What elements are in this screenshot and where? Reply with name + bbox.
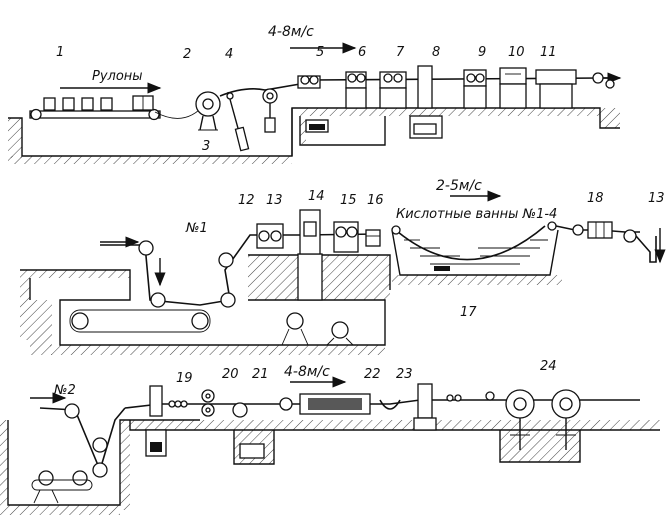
unit-13 <box>256 223 284 249</box>
foundation-bottom <box>129 420 660 465</box>
label-6: 6 <box>358 45 366 60</box>
speed-bottom-label: 4-8м/с <box>284 364 330 380</box>
label-13: 13 <box>266 193 283 208</box>
label-11: 11 <box>540 45 557 60</box>
label-9: 9 <box>478 45 486 60</box>
label-4: 4 <box>225 47 233 62</box>
loop-1-label: №1 <box>185 221 208 236</box>
label-3: 3 <box>202 139 210 154</box>
rolls-label: Рулоны <box>92 69 143 84</box>
uncoiler <box>154 91 250 152</box>
label-21: 21 <box>252 367 269 382</box>
unit-22 <box>279 393 371 415</box>
label-20: 20 <box>222 367 239 382</box>
unit-16 <box>365 229 381 247</box>
foundation-top <box>8 107 620 164</box>
strip-loop-2 <box>39 407 126 473</box>
speed-mid-label: 2-5м/с <box>436 178 482 194</box>
loop-2-label: №2 <box>53 383 76 398</box>
label-15: 15 <box>340 193 357 208</box>
section-top: 1 2 3 4 5 6 7 8 9 10 11 Рулоны 4-8м/с <box>8 24 622 164</box>
label-24: 24 <box>540 359 557 374</box>
leveller <box>262 88 278 133</box>
unit-5 <box>297 75 329 133</box>
unit-7 <box>379 71 407 109</box>
label-2: 2 <box>183 47 191 62</box>
strip-in-bath <box>397 225 546 261</box>
unit-21 <box>232 402 265 459</box>
unit-20 <box>201 389 215 417</box>
unit-10 <box>499 67 527 109</box>
label-5: 5 <box>316 45 324 60</box>
label-18: 18 <box>587 191 604 206</box>
unit-23 <box>379 383 462 431</box>
foundation-mid <box>248 253 391 301</box>
label-10: 10 <box>508 45 525 60</box>
coil <box>43 97 56 111</box>
unit-8 <box>409 65 443 139</box>
unit-15 <box>333 221 359 253</box>
section-bottom: №2 19 20 21 22 23 24 4-8м/с <box>0 359 660 515</box>
acid-baths <box>391 221 562 285</box>
label-12: 12 <box>238 193 255 208</box>
section-middle: 12 13 14 15 16 17 18 13 2-5м/с Кислотные… <box>20 178 666 355</box>
coil <box>100 97 113 111</box>
unit-6 <box>345 71 367 109</box>
coil-conveyor <box>29 82 162 121</box>
unit-14 <box>299 209 321 255</box>
label-8: 8 <box>432 45 440 60</box>
loop-pit-1 <box>20 269 386 355</box>
coil <box>62 97 75 111</box>
baths-label: Кислотные ванны №1-4 <box>396 207 557 222</box>
strip-down-13 <box>635 235 657 263</box>
label-16: 16 <box>367 193 384 208</box>
unit-24 <box>485 389 581 450</box>
label-17: 17 <box>460 305 477 320</box>
unit-18 <box>572 221 637 243</box>
unit-19 <box>145 385 188 457</box>
label-14: 14 <box>308 189 325 204</box>
label-22: 22 <box>364 367 381 382</box>
loop-pit-2 <box>0 392 200 515</box>
label-13b: 13 <box>648 191 665 206</box>
unit-9 <box>463 69 487 109</box>
label-1: 1 <box>56 45 64 60</box>
label-19: 19 <box>176 371 193 386</box>
speed-top-label: 4-8м/с <box>268 24 314 40</box>
coil <box>81 97 94 111</box>
label-23: 23 <box>396 367 413 382</box>
unit-11 <box>535 69 615 109</box>
label-7: 7 <box>396 45 405 60</box>
